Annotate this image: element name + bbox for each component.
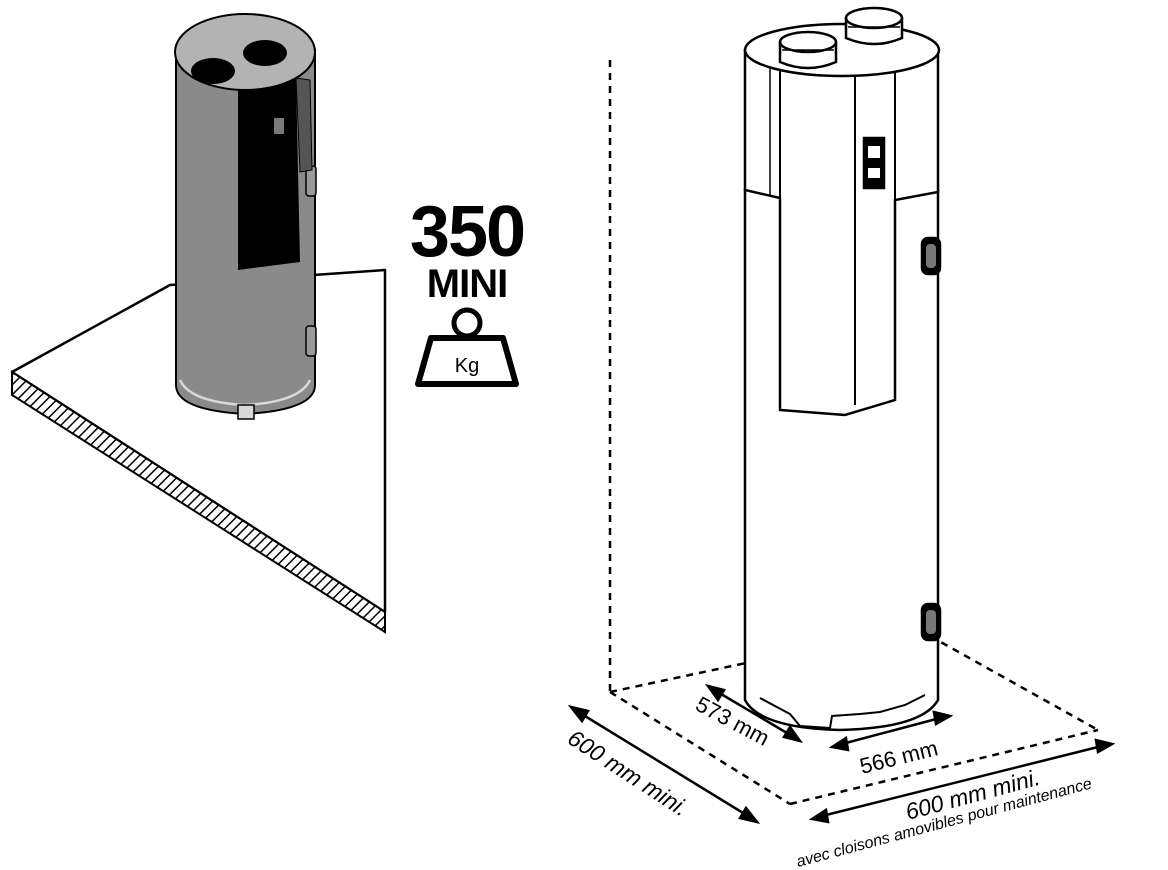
weight-value: 350 (410, 192, 524, 272)
weight-icon (415, 307, 519, 387)
weight-qualifier: MINI (427, 262, 507, 306)
side-clearance-label: 600 mm mini. (563, 724, 693, 821)
water-heater-grey (174, 13, 317, 420)
weight-unit: Kg (455, 355, 479, 377)
dimension-arrows (567, 683, 1116, 825)
duct-collar-right (844, 6, 904, 46)
duct-port-right (243, 40, 287, 66)
duct-port-left (191, 58, 235, 84)
width-label: 566 mm (857, 735, 940, 778)
water-heater-white (743, 6, 942, 732)
clearance-zone (608, 60, 1099, 806)
duct-collar-left (778, 30, 838, 70)
weight-badge: 350 MINI Kg (410, 192, 526, 387)
